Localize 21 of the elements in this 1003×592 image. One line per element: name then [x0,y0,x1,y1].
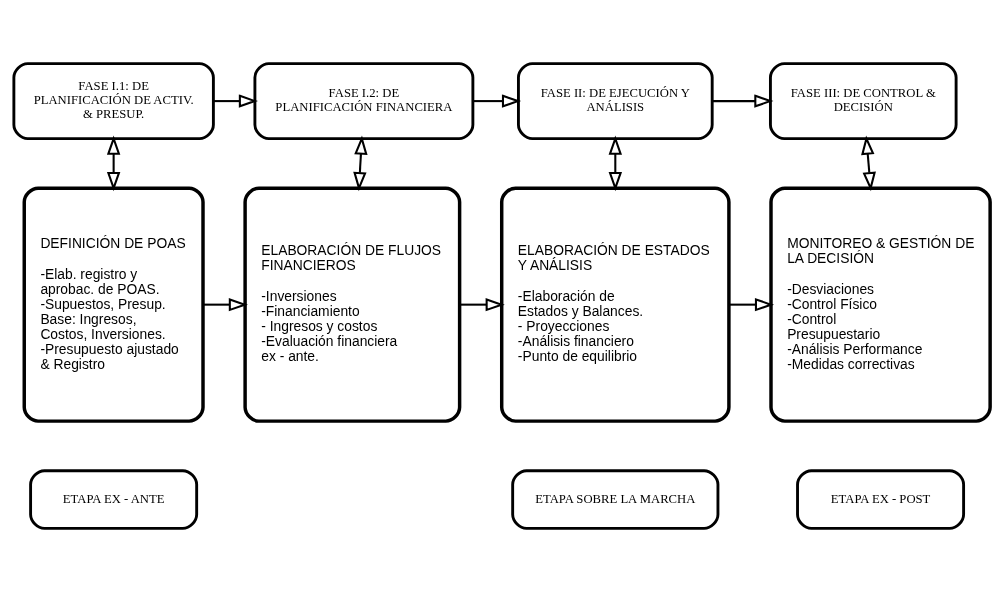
arrow [860,135,876,192]
node-box: ETAPA EX - POST [795,469,965,530]
arrow [728,297,774,312]
node-box: ETAPA SOBRE LA MARCHA [510,469,719,530]
arrow [472,94,521,108]
node-box: FASE I.2: DE PLANIFICACIÓN FINANCIERA [252,62,474,140]
node-box: ETAPA EX - ANTE [28,469,198,530]
arrow [712,94,773,108]
arrow [213,94,258,108]
arrow [106,135,120,192]
node-box: ELABORACIÓN DE ESTADOS Y ANÁLISIS -Elaboración de Estados y Balances. - Proyecciones -Análisis financiero -Punto de equilibrio [499,186,731,423]
node-box: ELABORACIÓN DE FLUJOS FINANCIEROS -Inversiones -Financiamiento - Ingresos y costos -Evaluación financiera ex - ante. [242,186,461,423]
node-box: FASE III: DE CONTROL & DECISIÓN [768,62,958,140]
arrow [352,135,368,192]
arrow [608,135,622,192]
node-box: DEFINICIÓN DE POAS -Elab. registro y aprobac. de POAS. -Supuestos, Presup. Base: Ingresos, Costos, Inversiones. -Presupuesto ajustado & Registro [22,186,205,423]
arrow [202,297,248,312]
node-box: MONITOREO & GESTIÓN DE LA DECISIÓN -Desviaciones -Control Físico -Control Presupuestario -Análisis Performance -Medidas correctivas [768,186,992,423]
node-box: FASE I.1: DE PLANIFICACIÓN DE ACTIV. & PRESUP. [11,62,215,140]
node-box: FASE II: DE EJECUCIÓN Y ANÁLISIS [516,62,714,140]
arrow [459,297,505,312]
